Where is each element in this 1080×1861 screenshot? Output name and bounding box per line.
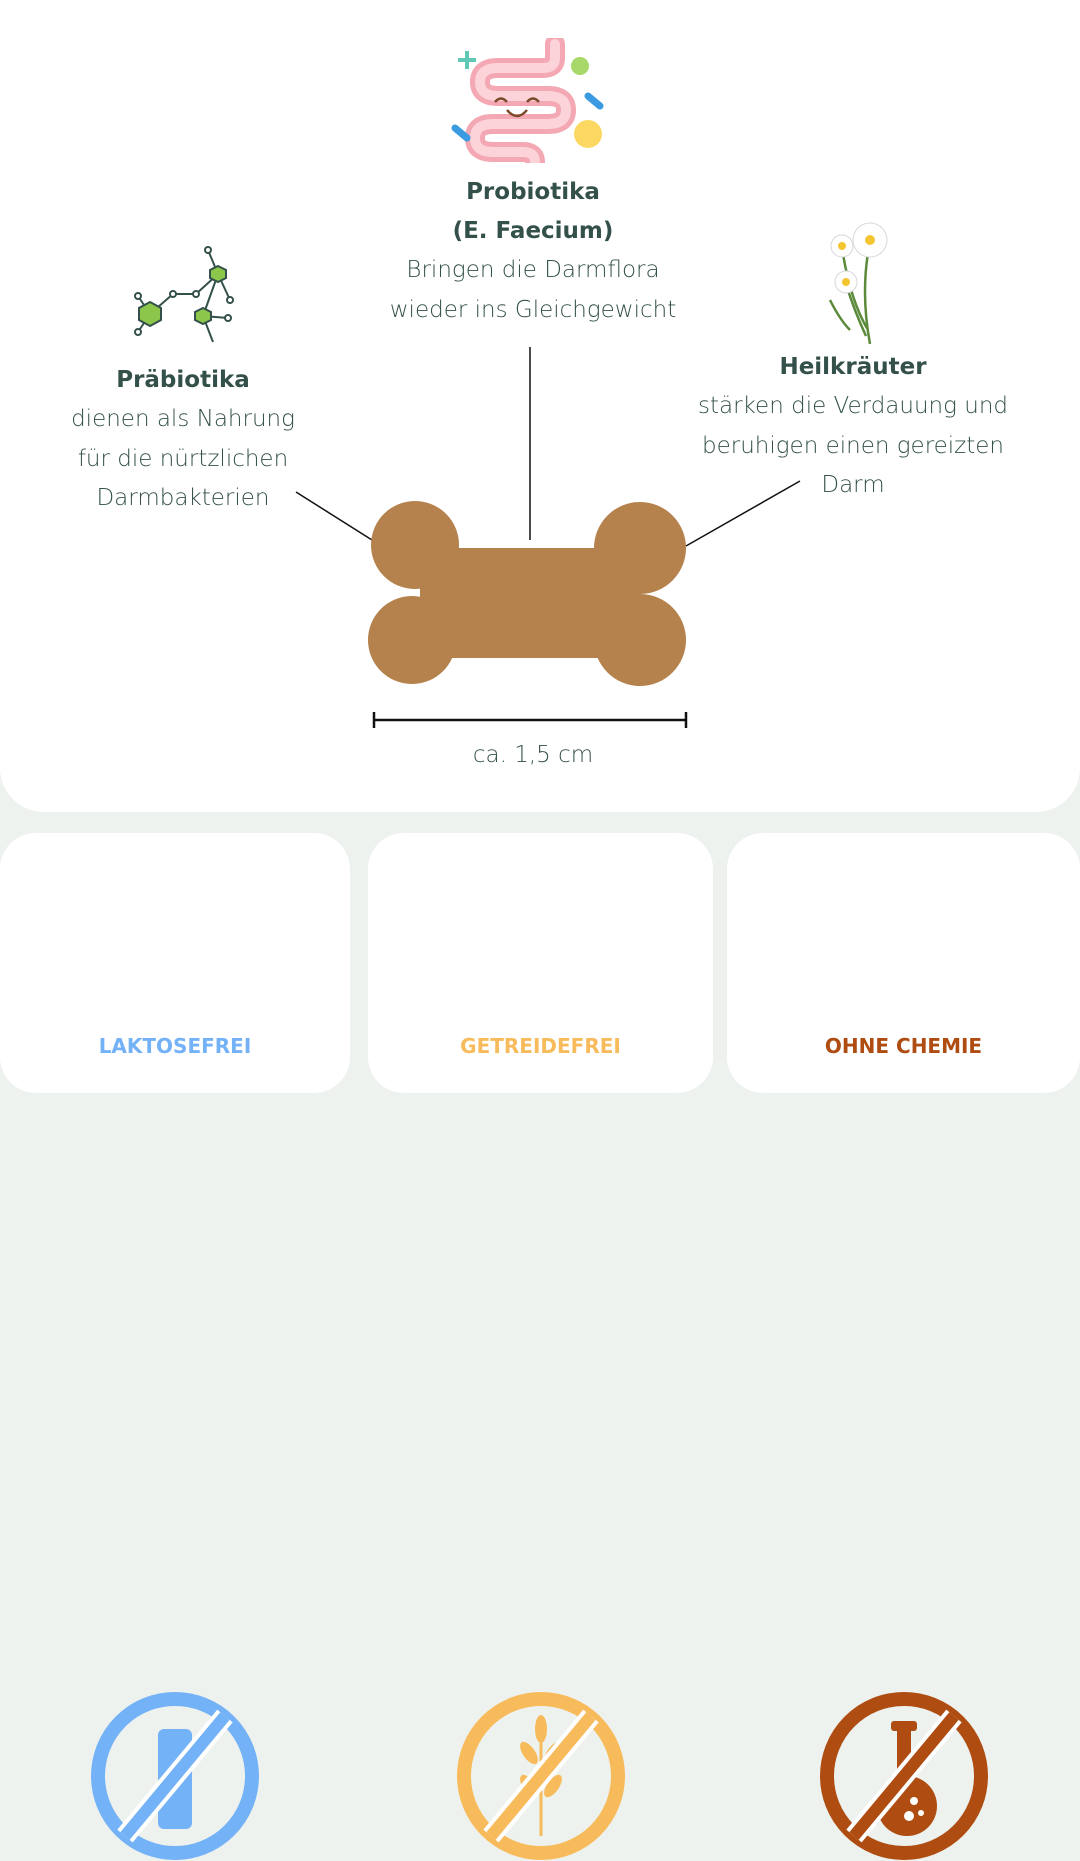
product-illustration [295, 347, 801, 728]
badge-label: GETREIDEFREI [460, 1034, 621, 1058]
leader-lines [295, 347, 801, 547]
prebiotics-text: Präbiotika dienen als Nahrung für die nü… [71, 361, 295, 519]
badge-grain-free: GETREIDEFREI [368, 833, 713, 1860]
herbs-desc-line: Darm [821, 472, 885, 498]
prebiotics-desc-line: dienen als Nahrung [71, 406, 295, 432]
herbs-desc-line: beruhigen einen gereizten [701, 432, 1005, 459]
herbs-text: Heilkräuter stärken die Verdauung und be… [698, 348, 1008, 506]
probiotics-desc-line: Bringen die Darmflora [406, 257, 660, 283]
no-chemicals-icon [819, 1692, 988, 1860]
info-card [0, 0, 1080, 812]
badge-no-chemicals: OHNE CHEMIE [727, 833, 1080, 1860]
happy-intestine-icon [451, 38, 604, 163]
size-label: ca. 1,5 cm [472, 742, 594, 768]
prebiotics-desc-line: Darmbakterien [96, 485, 270, 511]
prebiotics-title: Präbiotika [116, 367, 250, 393]
bone-treat-image [368, 501, 686, 686]
no-grain-icon [456, 1692, 625, 1860]
herbs-desc-line: stärken die Verdauung und [698, 393, 1008, 419]
probiotics-title: Probiotika [466, 179, 600, 205]
badge-label: LAKTOSEFREI [98, 1034, 252, 1058]
badge-label: OHNE CHEMIE [824, 1034, 983, 1058]
probiotics-desc-line: wieder ins Gleichgewicht [389, 296, 677, 323]
badge-lactose-free: LAKTOSEFREI [0, 833, 350, 1860]
prebiotics-desc-line: für die nürtzlichen [77, 445, 289, 472]
chamomile-icon [828, 222, 888, 345]
probiotics-subtitle: (E. Faecium) [452, 218, 614, 244]
molecule-icon [134, 246, 234, 343]
probiotics-text: Probiotika (E. Faecium) Bringen die Darm… [390, 173, 677, 330]
no-milk-icon [91, 1692, 259, 1860]
herbs-title: Heilkräuter [779, 354, 927, 380]
scale-bar [372, 712, 688, 728]
